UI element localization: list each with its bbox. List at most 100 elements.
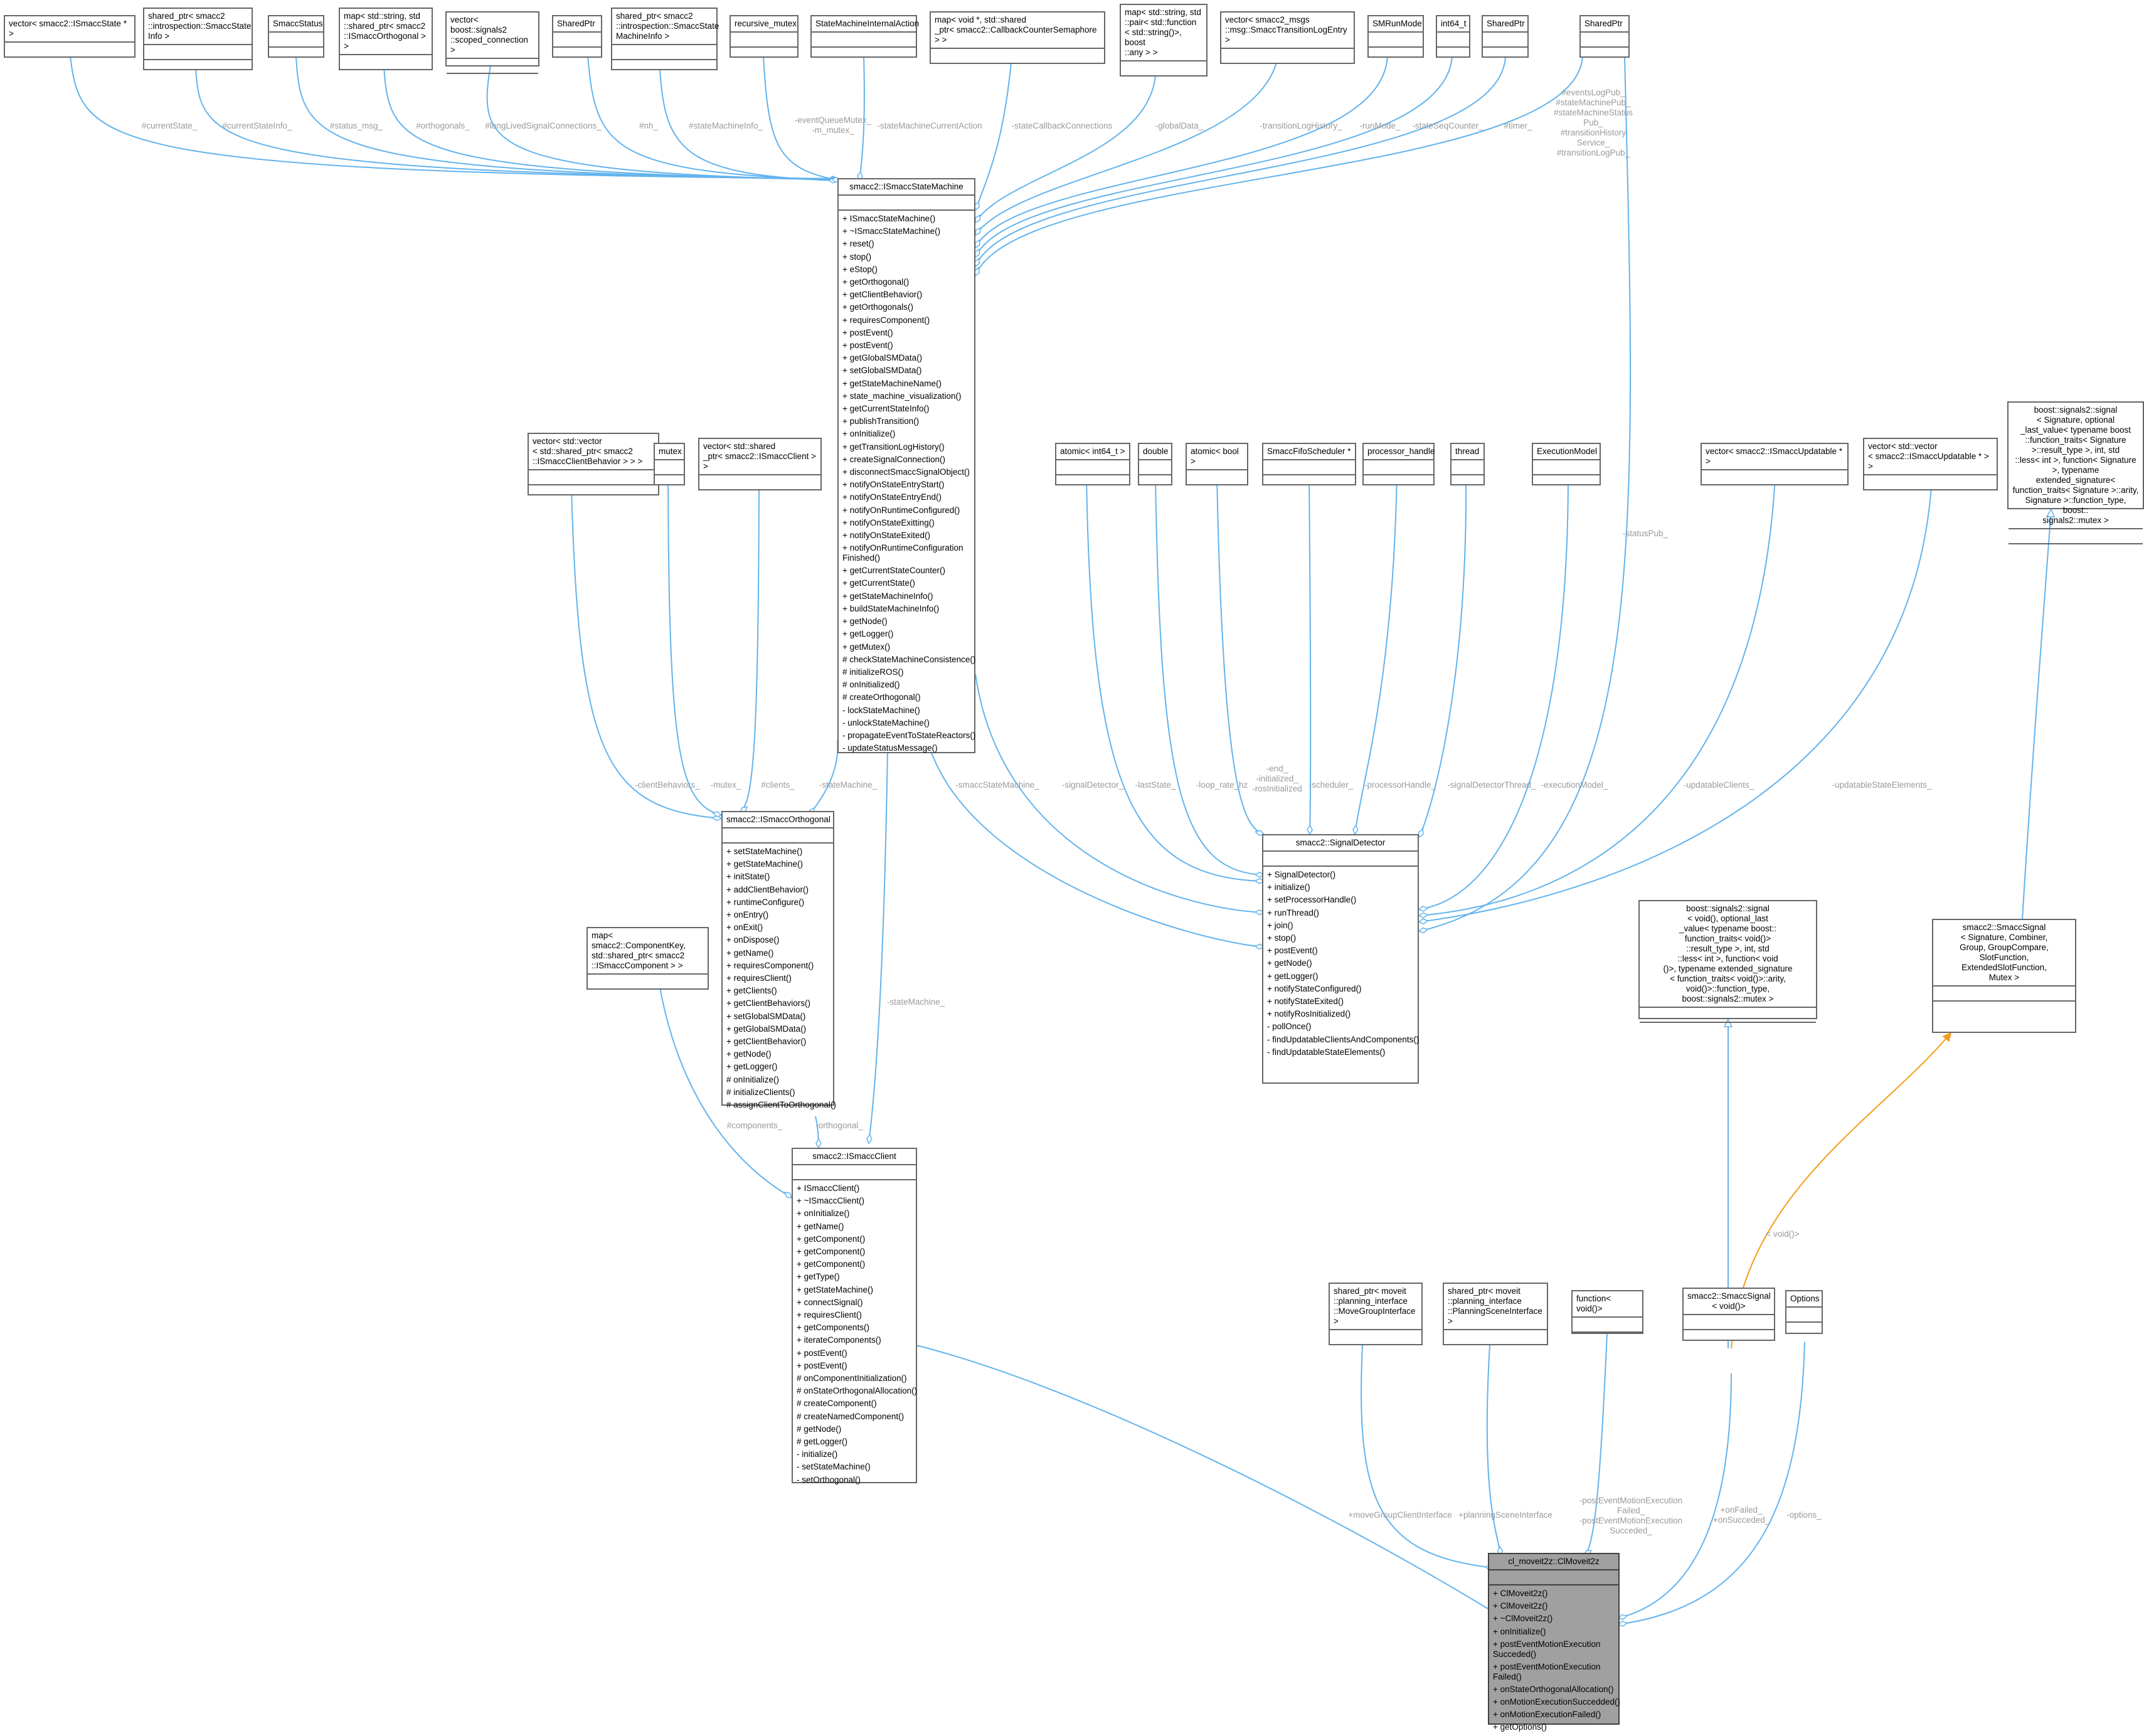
edge-orthogonals bbox=[383, 65, 837, 179]
method-item: # onStateOrthogonalAllocation() bbox=[797, 1386, 918, 1396]
method-item: + getOrthogonals() bbox=[842, 302, 913, 312]
edge-globalData bbox=[975, 75, 1156, 223]
node-sharedptr-nh[interactable]: SharedPtr bbox=[552, 15, 602, 58]
method-item: # initializeClients() bbox=[726, 1087, 795, 1097]
node-processor-handle[interactable]: processor_handle bbox=[1362, 443, 1435, 485]
edge-label: -options_ bbox=[1786, 1510, 1822, 1520]
edge-mutex bbox=[763, 56, 841, 181]
method-item: + getNode() bbox=[842, 617, 888, 627]
node-boost-signal-void[interactable]: boost::signals2::signal < void(), option… bbox=[1638, 900, 1817, 1023]
edge-label: -processorHandle_ bbox=[1364, 780, 1436, 790]
edge-end bbox=[1216, 476, 1264, 834]
edge-eventsLogPub bbox=[975, 56, 1583, 276]
method-item: + disconnectSmaccSignalObject() bbox=[842, 467, 970, 477]
edge-label: -stateCallbackConnections bbox=[1011, 121, 1113, 130]
node-sp-smaccstateinfo[interactable]: shared_ptr< smacc2 ::introspection::Smac… bbox=[143, 8, 253, 70]
edge-label: -statusPub_ bbox=[1622, 529, 1669, 538]
node-sp-smaccstatemachineinfo[interactable]: shared_ptr< smacc2 ::introspection::Smac… bbox=[611, 8, 719, 70]
method-item: + getStateMachineName() bbox=[842, 378, 942, 388]
method-item: + runThread() bbox=[1267, 908, 1319, 918]
method-item: + getCurrentStateCounter() bbox=[842, 566, 945, 576]
method-item: + getTransitionLogHistory() bbox=[842, 442, 945, 452]
class-ismaccorthogonal[interactable]: smacc2::ISmaccOrthogonal + setStateMachi… bbox=[721, 811, 836, 1109]
edge-label: -end_ -initialized_ -rosInitialized bbox=[1252, 764, 1302, 793]
edge-label: #clients_ bbox=[761, 780, 795, 790]
method-item: + postEventMotionExecution Failed() bbox=[1493, 1661, 1601, 1681]
edge-client-stateMachine bbox=[869, 749, 888, 1143]
node-vector-clientbehavior[interactable]: vector< std::vector < std::shared_ptr< s… bbox=[528, 433, 659, 495]
method-item: + eStop() bbox=[842, 264, 878, 274]
class-clmoveit2z[interactable]: cl_moveit2z::ClMoveit2z + ClMoveit2z()+ … bbox=[1488, 1553, 1620, 1732]
method-item: + getClientBehaviors() bbox=[726, 998, 810, 1008]
method-item: + requiresComponent() bbox=[842, 315, 930, 325]
method-item: # createNamedComponent() bbox=[797, 1411, 905, 1421]
node-sharedptr-pubs[interactable]: SharedPtr bbox=[1579, 15, 1630, 58]
node-atomic-bool[interactable]: atomic< bool > bbox=[1186, 443, 1248, 485]
method-item: # onInitialized() bbox=[842, 680, 900, 690]
node-sp-planningsceneinterface[interactable]: shared_ptr< moveit ::planning_interface … bbox=[1443, 1283, 1548, 1345]
node-smaccfifoscheduler[interactable]: SmaccFifoScheduler * bbox=[1262, 443, 1356, 485]
node-vector-scoped-connection[interactable]: vector< boost::signals2 ::scoped_connect… bbox=[445, 11, 539, 74]
edge-label: -signalDetector_ bbox=[1061, 780, 1124, 790]
node-smrunmode[interactable]: SMRunMode bbox=[1367, 15, 1424, 58]
node-smaccsignal-template[interactable]: smacc2::SmaccSignal < Signature, Combine… bbox=[1932, 919, 2076, 1033]
node-vector-vector-updatable[interactable]: vector< std::vector < smacc2::ISmaccUpda… bbox=[1863, 438, 1998, 490]
method-item: + getLogger() bbox=[726, 1062, 778, 1072]
node-map-orthogonals[interactable]: map< std::string, std ::shared_ptr< smac… bbox=[339, 8, 433, 70]
method-item: + onInitialize() bbox=[842, 429, 896, 439]
method-item: + addClientBehavior() bbox=[726, 884, 809, 894]
edge-timer bbox=[975, 56, 1506, 267]
method-item: + setProcessorHandle() bbox=[1267, 895, 1357, 905]
node-map-string-pair[interactable]: map< std::string, std ::pair< std::funct… bbox=[1120, 4, 1207, 77]
edge-label: -runMode_ bbox=[1359, 121, 1401, 130]
node-vector-clients[interactable]: vector< std::shared _ptr< smacc2::ISmacc… bbox=[698, 438, 822, 490]
node-recursive-mutex[interactable]: recursive_mutex bbox=[730, 15, 799, 58]
method-item: + getStateMachine() bbox=[797, 1284, 873, 1294]
method-item: + connectSignal() bbox=[797, 1297, 863, 1307]
node-smaccstatus[interactable]: SmaccStatus bbox=[268, 15, 324, 58]
method-item: + ~ClMoveit2z() bbox=[1493, 1614, 1553, 1624]
method-item: + getType() bbox=[797, 1272, 840, 1282]
node-double[interactable]: double bbox=[1138, 443, 1172, 485]
method-item: + getLogger() bbox=[842, 629, 894, 639]
node-atomic-int64[interactable]: atomic< int64_t > bbox=[1055, 443, 1130, 485]
class-signaldetector[interactable]: smacc2::SignalDetector + SignalDetector(… bbox=[1262, 834, 1419, 1084]
edge-label: -loop_rate_hz bbox=[1196, 780, 1248, 790]
detector-methods: + SignalDetector()+ initialize()+ setPro… bbox=[1263, 867, 1419, 1061]
node-int64[interactable]: int64_t bbox=[1436, 15, 1470, 58]
node-vector-ismaccstate[interactable]: vector< smacc2::ISmaccState * > bbox=[4, 15, 135, 58]
node-function-void[interactable]: function< void()> bbox=[1571, 1290, 1643, 1334]
node-map-components[interactable]: map< smacc2::ComponentKey, std::shared_p… bbox=[586, 927, 709, 990]
method-item: + postEventMotionExecution Succeded() bbox=[1493, 1639, 1601, 1659]
node-options[interactable]: Options bbox=[1785, 1290, 1823, 1334]
node-boost-signal-template[interactable]: boost::signals2::signal < Signature, opt… bbox=[2007, 401, 2144, 544]
node-vector-updatable[interactable]: vector< smacc2::ISmaccUpdatable * > bbox=[1701, 443, 1849, 485]
edge-loopRate bbox=[1155, 476, 1264, 875]
node-map-callbackcountersemaphore[interactable]: map< void *, std::shared _ptr< smacc2::C… bbox=[930, 11, 1105, 64]
node-statemachineinternalaction[interactable]: StateMachineInternalAction bbox=[810, 15, 919, 58]
node-smaccsignal-void[interactable]: smacc2::SmaccSignal < void()> bbox=[1682, 1288, 1775, 1341]
method-item: - updateStatusMessage() bbox=[842, 743, 938, 753]
edge-label: #currentState_ bbox=[141, 121, 198, 130]
method-item: + ~ISmaccClient() bbox=[797, 1196, 865, 1206]
edge-label: #orthogonals_ bbox=[416, 121, 470, 130]
method-item: - findUpdatableStateElements() bbox=[1267, 1047, 1386, 1057]
method-item: + onEntry() bbox=[726, 910, 769, 920]
method-item: + notifyStateConfigured() bbox=[1267, 983, 1362, 993]
method-item: - setOrthogonal() bbox=[797, 1474, 861, 1485]
class-ismaccstatemachine[interactable]: smacc2::ISmaccStateMachine + ISmaccState… bbox=[837, 178, 975, 753]
edge-executionModel bbox=[1419, 476, 1569, 909]
edge-label: +moveGroupClientInterface bbox=[1348, 1510, 1452, 1520]
method-item: + getComponents() bbox=[797, 1323, 869, 1333]
node-thread[interactable]: thread bbox=[1450, 443, 1485, 485]
node-vector-transitionlogentry[interactable]: vector< smacc2_msgs ::msg::SmaccTransiti… bbox=[1220, 11, 1355, 64]
edge-seqCounter bbox=[975, 56, 1453, 257]
method-item: + getClientBehavior() bbox=[726, 1037, 807, 1047]
class-ismaccclient[interactable]: smacc2::ISmaccClient + ISmaccClient()+ ~… bbox=[792, 1148, 918, 1485]
node-executionmodel[interactable]: ExecutionModel bbox=[1532, 443, 1601, 485]
edge-label: #status_msg_ bbox=[329, 121, 383, 130]
node-mutex[interactable]: mutex bbox=[654, 443, 685, 485]
method-item: + getClientBehavior() bbox=[842, 290, 923, 300]
node-sharedptr-timer[interactable]: SharedPtr bbox=[1482, 15, 1529, 58]
node-sp-movegroupinterface[interactable]: shared_ptr< moveit ::planning_interface … bbox=[1329, 1283, 1423, 1345]
